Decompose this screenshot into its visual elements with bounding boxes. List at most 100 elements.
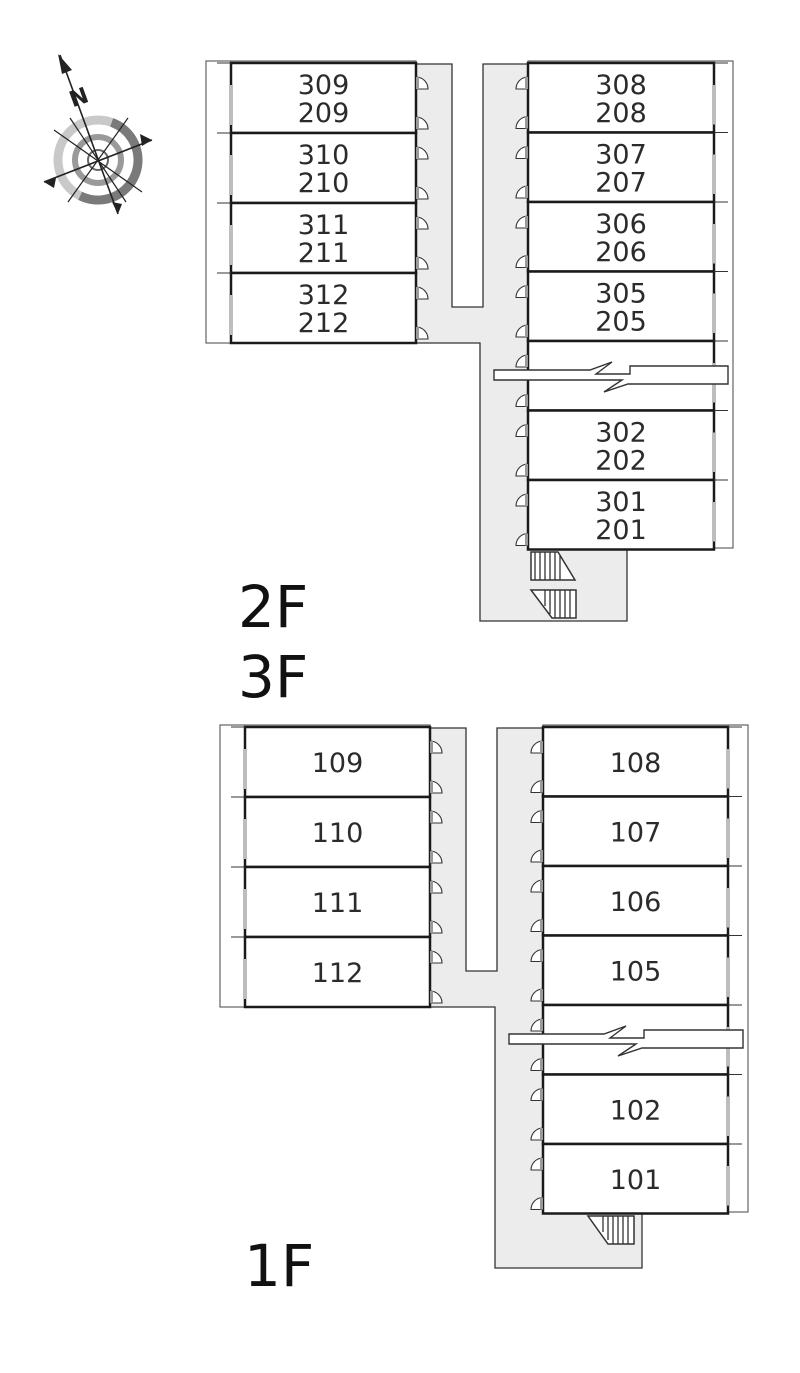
window-mark [229,155,233,195]
room-number-lower: 201 [595,515,647,546]
ground-left-wing: 109 110 111 112 [231,725,443,1009]
door-icon [515,324,529,338]
room-number: 106 [610,887,662,918]
floor-label-2f: 2F [238,573,308,641]
room-number: 110 [312,818,364,849]
room-unit: 109 [231,725,443,799]
door-icon [415,256,429,270]
door-icon [429,920,443,934]
door-icon [429,850,443,864]
room-unit: 107 [530,795,742,868]
door-icon [515,354,529,368]
door-icon [415,146,429,160]
room-number-lower: 205 [595,307,647,338]
door-icon [530,1157,544,1171]
break-symbol [493,361,729,393]
door-icon [429,740,443,754]
door-icon [429,880,443,894]
door-icon [530,779,544,794]
room-number: 105 [610,957,662,988]
room-number-lower: 210 [298,168,350,199]
room-unit: 105 [530,934,742,1007]
room-number-lower: 209 [298,98,350,129]
door-icon [530,948,544,963]
door-icon [530,1127,544,1141]
door-icon [429,810,443,824]
door-icon [515,185,529,199]
room-number-upper: 307 [595,140,647,171]
door-icon [515,463,529,477]
room-number-upper: 311 [298,210,350,241]
door-icon [530,1057,544,1072]
door-icon [415,76,429,90]
window-mark [726,749,730,789]
window-mark [712,502,716,542]
door-icon [515,532,529,547]
room-number-upper: 302 [595,418,647,449]
door-icon [515,284,529,299]
room-number: 109 [312,748,364,779]
door-icon [515,393,529,408]
window-mark [726,1166,730,1206]
door-icon [415,286,429,300]
door-icon [530,740,544,754]
room-number: 101 [610,1165,662,1196]
window-mark [712,85,716,125]
break-symbol [508,1025,744,1057]
door-icon [530,879,544,893]
door-icon [515,423,529,438]
room-number-upper: 305 [595,279,647,310]
compass-north-label: N [66,83,92,113]
room-number-upper: 308 [595,70,647,101]
door-icon [515,115,529,130]
room-number-upper: 309 [298,70,350,101]
door-icon [530,988,544,1002]
room-number: 112 [312,958,364,989]
door-icon [530,1196,544,1211]
door-icon [530,1087,544,1102]
door-icon [515,493,529,507]
ground-floor-plan: 109 110 111 112 108 107 106 105 102 101 1F [219,724,749,1300]
window-mark [726,818,730,858]
room-number: 102 [610,1096,662,1127]
room-unit: 110 [231,795,443,869]
window-mark [243,959,247,999]
room-number-lower: 211 [298,238,350,269]
window-mark [243,819,247,859]
door-icon [515,145,529,160]
window-mark [712,293,716,333]
room-unit: 111 [231,865,443,939]
door-icon [515,76,529,90]
floor-label-1f: 1F [244,1232,314,1300]
room-number-upper: 310 [298,140,350,171]
door-icon [530,918,544,933]
room-unit: 106 [530,864,742,937]
room-number-upper: 306 [595,209,647,240]
room-number: 107 [610,818,662,849]
door-icon [530,1018,544,1032]
window-mark [243,889,247,929]
room-unit: 112 [231,935,443,1009]
door-icon [415,186,429,200]
window-mark [229,225,233,265]
window-mark [726,957,730,997]
window-mark [726,1096,730,1136]
stairs-icon [586,1215,635,1245]
door-icon [515,254,529,269]
room-number-lower: 202 [595,446,647,477]
window-mark [243,749,247,789]
stairs-icon [529,551,577,619]
room-number: 108 [610,748,662,779]
door-icon [530,849,544,863]
